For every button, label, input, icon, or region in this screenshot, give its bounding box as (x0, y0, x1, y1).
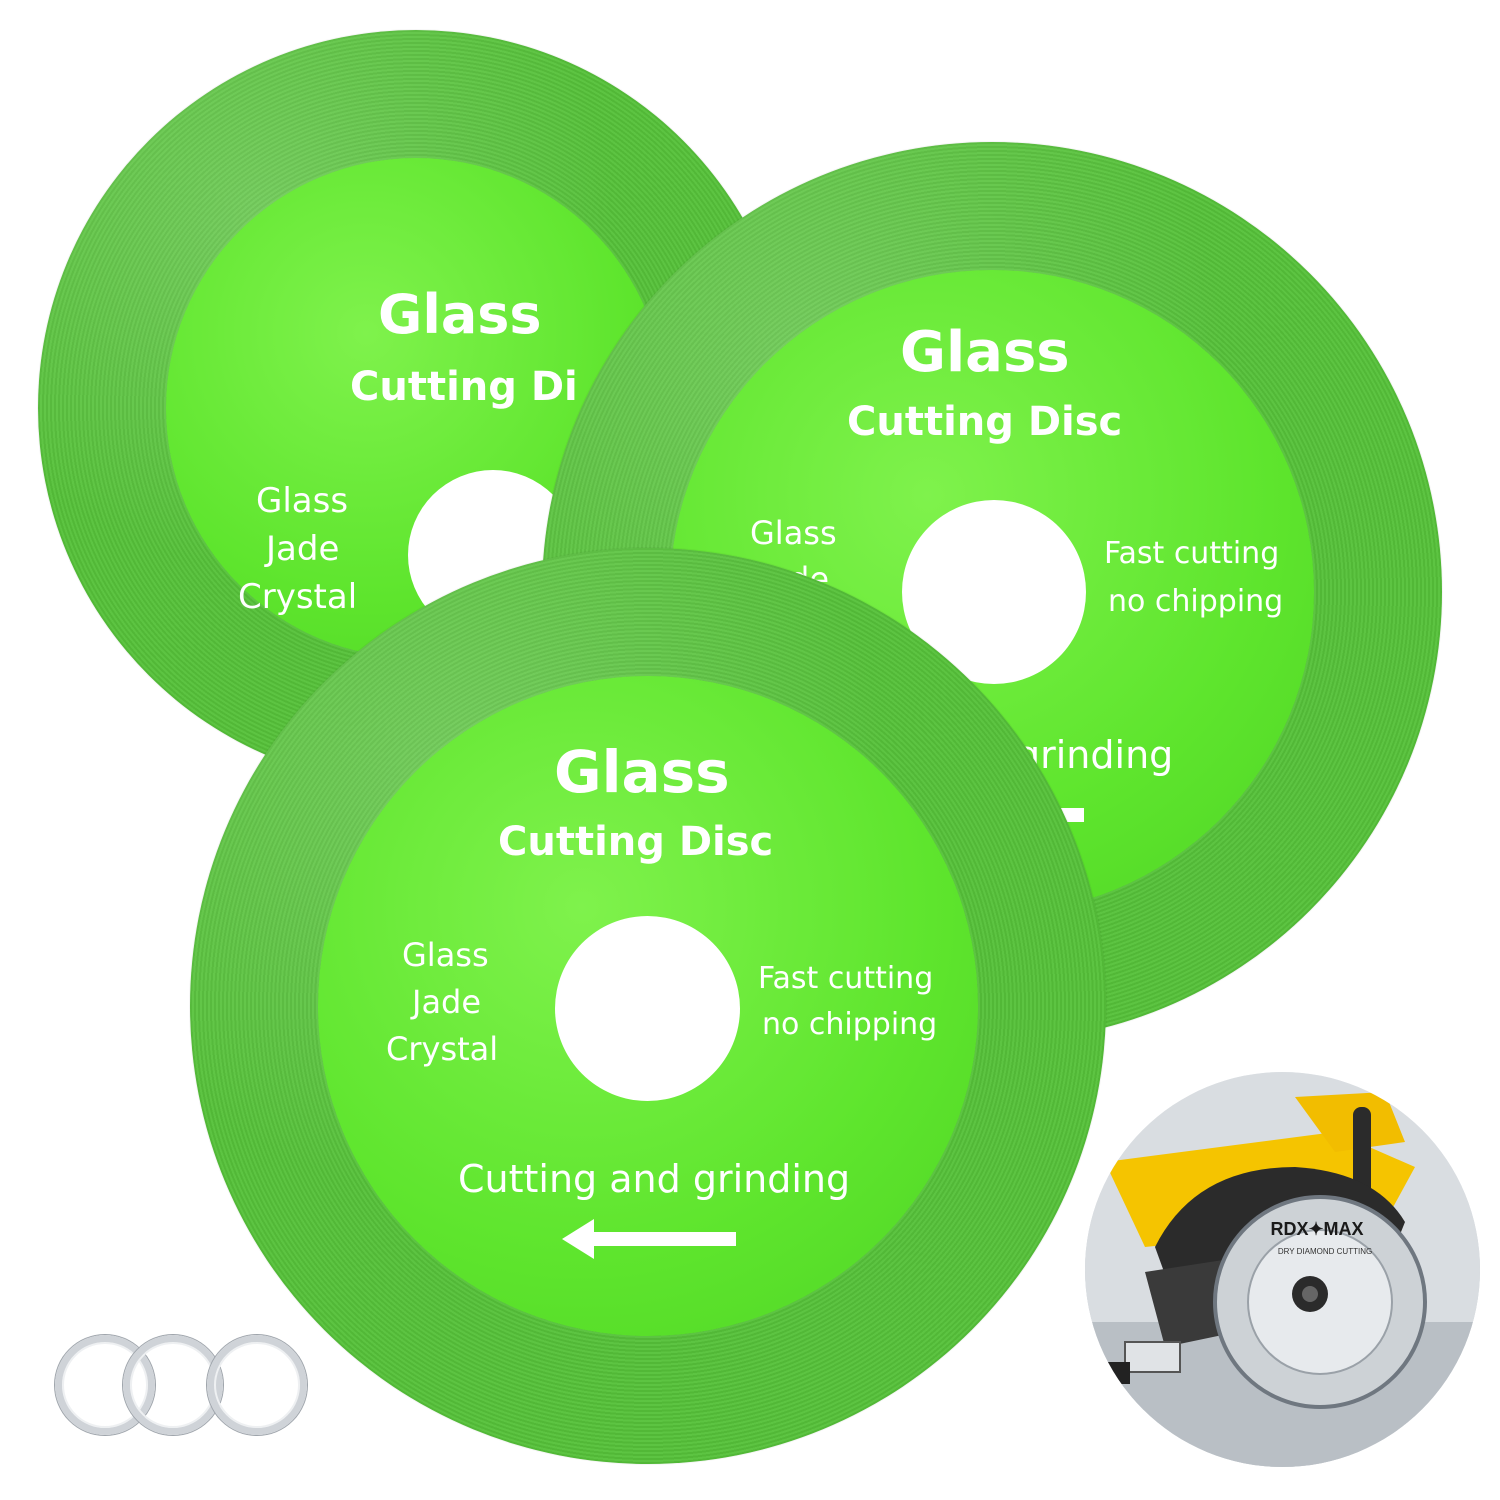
disc-subtitle: Cutting Di (350, 364, 578, 410)
material-1: Glass (256, 481, 349, 521)
tool-illustration: RDX✦MAX DRY DIAMOND CUTTING (1085, 1072, 1480, 1467)
direction-arrow-icon (562, 1219, 736, 1259)
feature-2: no chipping (1108, 584, 1284, 619)
material-2: Jade (412, 983, 482, 1021)
feature-2: no chipping (762, 1007, 938, 1042)
disc-subtitle: Cutting Disc (847, 399, 1123, 445)
disc-subtitle: Cutting Disc (498, 819, 774, 865)
material-1: Glass (750, 514, 837, 552)
disc-title: Glass (554, 738, 730, 806)
feature-1: Fast cutting (1104, 536, 1280, 571)
material-2: Jade (266, 529, 340, 569)
usage-text: Cutting and grinding (458, 1157, 851, 1201)
material-3: Crystal (238, 577, 358, 617)
material-1: Glass (402, 936, 489, 974)
disc-title: Glass (378, 283, 542, 346)
blade-text: DRY DIAMOND CUTTING (1278, 1247, 1372, 1256)
disc-title: Glass (900, 320, 1070, 385)
blade-brand: RDX✦MAX (1270, 1219, 1363, 1239)
reducer-ring-icon (207, 1335, 307, 1435)
arbor-hole (555, 916, 740, 1101)
disc-front: Glass Cutting Disc Glass Jade Crystal Fa… (190, 548, 1106, 1464)
usage-text: grinding (1016, 733, 1174, 777)
feature-1: Fast cutting (758, 961, 934, 996)
tool-photo: RDX✦MAX DRY DIAMOND CUTTING (1085, 1072, 1480, 1467)
material-3: Crystal (386, 1030, 499, 1068)
